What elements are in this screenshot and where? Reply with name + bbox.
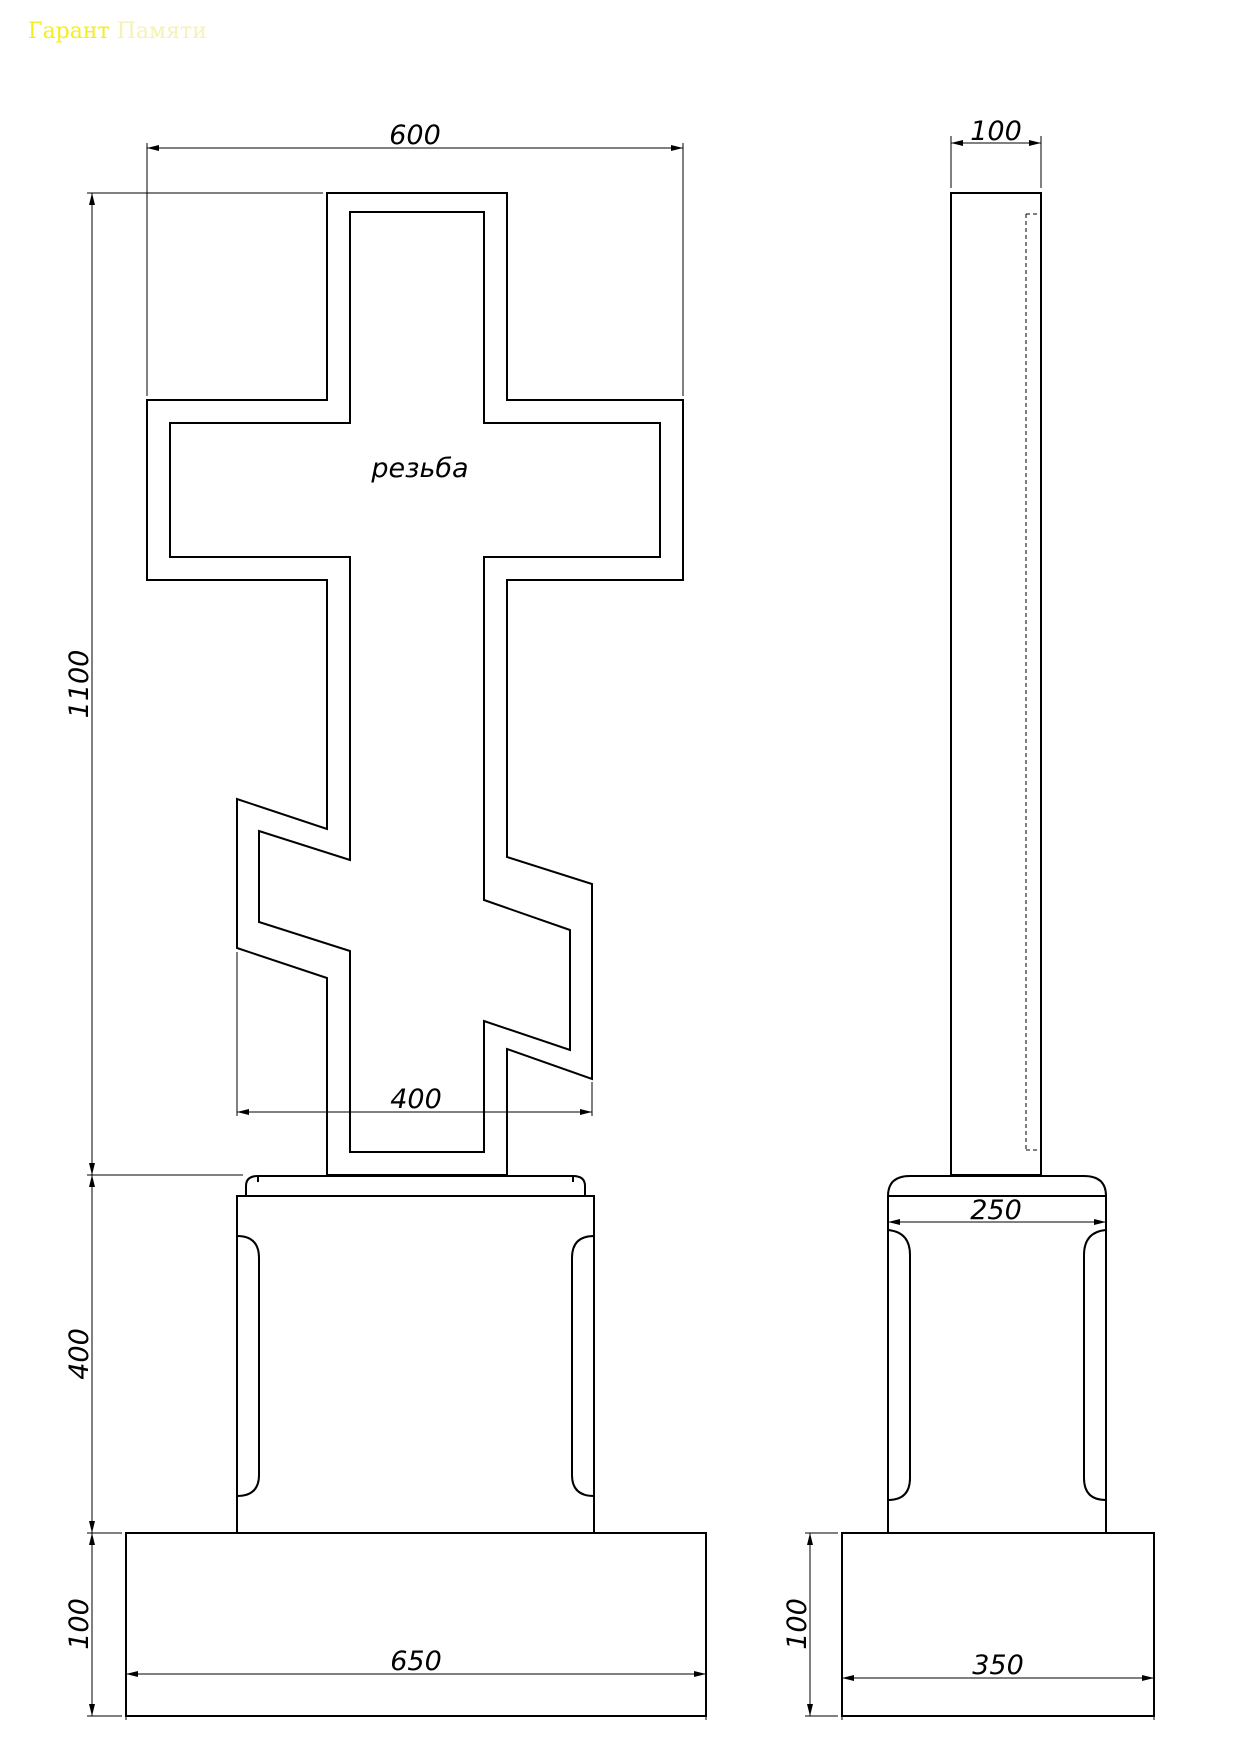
dimension-label-400-bar: 400 [390, 1084, 442, 1115]
side-flute-left [887, 1229, 911, 1501]
side-pedestal-cap [887, 1175, 1107, 1197]
dimension-side-base-height: 100 [782, 1532, 838, 1717]
pedestal-cap [245, 1175, 586, 1196]
dimension-cross-width: 600 [146, 120, 684, 396]
cross-side-slab [950, 192, 1042, 1176]
dimension-lower-bar-width: 400 [236, 952, 593, 1116]
pedestal [236, 1195, 595, 1534]
dimension-label-350: 350 [972, 1650, 1024, 1681]
dimension-cross-thickness: 100 [950, 116, 1042, 188]
dimension-label-100-base: 100 [64, 1598, 95, 1650]
dimension-label-650: 650 [390, 1646, 442, 1677]
dimension-label-400-pedestal: 400 [64, 1328, 95, 1380]
base [125, 1532, 707, 1717]
dimension-heights: 1100 400 100 [64, 192, 323, 1717]
watermark-part-2: Памяти [116, 19, 207, 44]
dimension-label-250: 250 [970, 1195, 1022, 1226]
carving-annotation: резьба [370, 453, 468, 484]
dimension-label-100-side-base: 100 [782, 1598, 813, 1650]
front-view: 600 400 1100 400 100 650 [64, 120, 707, 1720]
side-pedestal [887, 1195, 1107, 1534]
cross-carving-outline [169, 211, 661, 1153]
dimension-pedestal-depth: 250 [887, 1195, 1107, 1226]
dimension-label-600: 600 [389, 120, 441, 151]
side-view: 100 250 100 350 [782, 116, 1155, 1720]
side-flute-right [1083, 1229, 1107, 1501]
pedestal-flute-left [236, 1235, 260, 1497]
cross-outer-outline [146, 192, 684, 1176]
watermark: Гарант Памяти [28, 18, 207, 46]
watermark-part-1: Гарант [28, 19, 110, 44]
dimension-label-1100: 1100 [64, 650, 95, 719]
dimension-label-100-thickness: 100 [970, 116, 1022, 147]
pedestal-flute-right [571, 1235, 595, 1497]
dimension-base-width: 650 [125, 1646, 707, 1720]
dimension-base-depth: 350 [841, 1650, 1155, 1720]
side-base [841, 1532, 1155, 1717]
